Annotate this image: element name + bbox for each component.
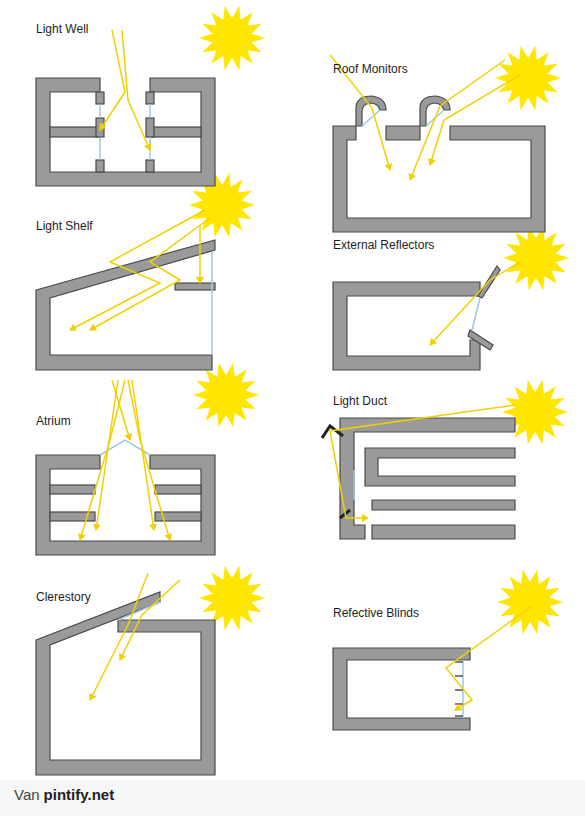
sun-symbol	[502, 380, 568, 444]
source-credit: pintify.net	[44, 788, 115, 802]
building-walls	[36, 78, 545, 775]
sun-group	[189, 6, 569, 634]
sun-symbol	[193, 363, 259, 427]
panel-title: Atrium	[36, 414, 71, 428]
panel-title: Clerestory	[36, 590, 91, 604]
glazing-lines	[100, 104, 480, 718]
sun-rays	[70, 30, 532, 710]
panel-title: Roof Monitors	[333, 62, 408, 76]
mirror-symbols	[322, 426, 350, 518]
sun-symbol	[495, 46, 561, 110]
source-credit: Van	[14, 788, 40, 802]
panel-title: Light Shelf	[36, 219, 93, 233]
footer-band	[0, 780, 585, 816]
panel-title: Light Duct	[333, 394, 387, 408]
sun-symbol	[199, 6, 265, 70]
sun-symbol	[503, 226, 569, 290]
panel-title: Light Well	[36, 22, 88, 36]
panel-title: External Reflectors	[333, 238, 434, 252]
panel-title: Refective Blinds	[333, 606, 419, 620]
